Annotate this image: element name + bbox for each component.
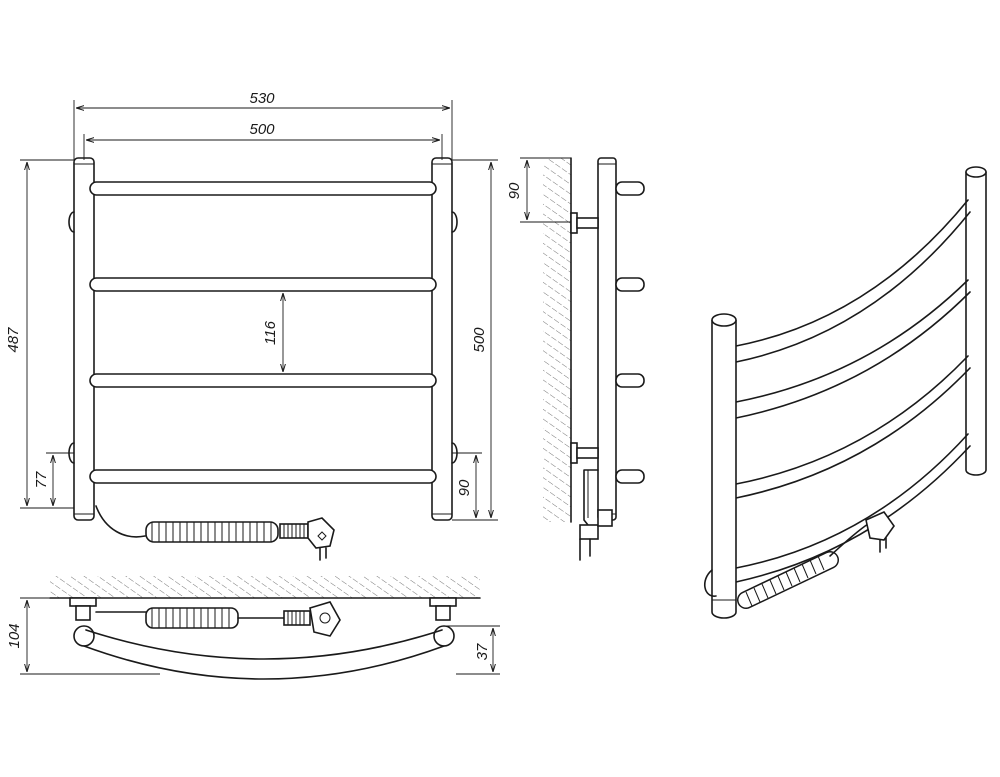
rung — [89, 277, 437, 292]
rung — [89, 469, 437, 484]
isometric-view — [704, 166, 987, 619]
iso-left-post — [711, 320, 737, 619]
dim-height-side: 500 — [471, 327, 488, 353]
iso-cord-spiral — [737, 551, 839, 609]
left-post — [73, 157, 95, 521]
dim-bar-spacing: 116 — [262, 320, 279, 345]
wall-hatch-top — [50, 576, 480, 598]
rung — [89, 373, 437, 388]
dim-depth-front: 37 — [474, 643, 491, 660]
top-view: 104 37 — [6, 576, 500, 680]
dim-depth-total: 104 — [6, 623, 23, 648]
wall-hatch — [543, 158, 571, 522]
dim-width-outer: 530 — [249, 90, 275, 107]
dim-side-top-mount: 90 — [506, 182, 523, 199]
side-post — [597, 157, 617, 521]
front-view: 530 500 487 77 116 500 90 — [5, 90, 498, 561]
rung — [89, 181, 437, 196]
iso-right-post — [965, 172, 987, 476]
side-view: 90 — [506, 157, 645, 561]
right-post — [431, 157, 453, 521]
dim-width-inner: 500 — [249, 121, 275, 138]
dim-bottom-mount: 90 — [456, 479, 473, 496]
cord-spiral — [145, 521, 279, 543]
dim-height-total: 487 — [5, 327, 22, 353]
dim-bottom-offset: 77 — [33, 471, 50, 488]
